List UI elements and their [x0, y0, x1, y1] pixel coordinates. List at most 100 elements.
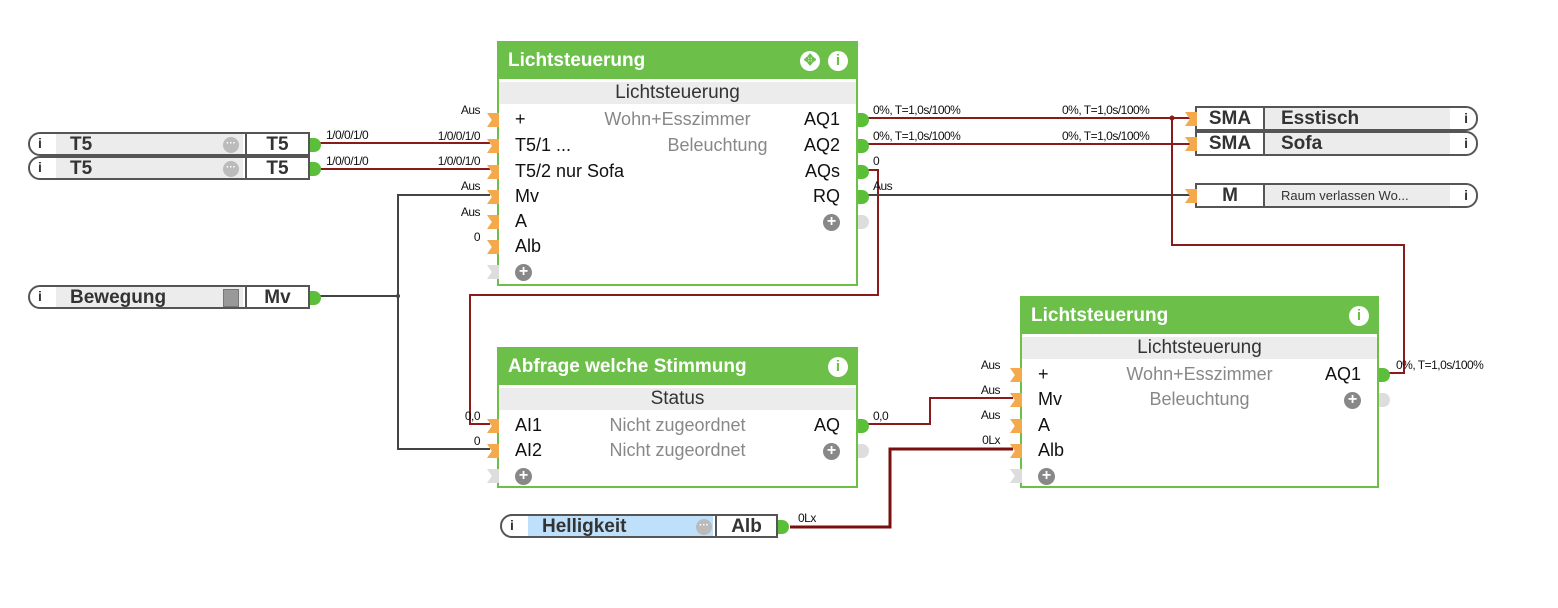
- output-io: SMA: [1197, 133, 1265, 154]
- input-ref-helligkeit[interactable]: i Helligkeit ··· Alb: [500, 514, 789, 538]
- output-pin[interactable]: [858, 190, 869, 204]
- info-icon[interactable]: i: [1349, 306, 1369, 326]
- output-name: Esstisch: [1265, 108, 1450, 129]
- input-pin[interactable]: [1010, 368, 1022, 382]
- input-name: Helligkeit: [528, 516, 713, 537]
- input-pin[interactable]: [487, 419, 499, 433]
- input-label: A: [515, 211, 528, 231]
- input-io: T5: [245, 134, 308, 155]
- input-label: T5/1 ...: [515, 135, 572, 155]
- block-description: Wohn+Esszimmer: [1126, 364, 1273, 384]
- info-icon[interactable]: i: [828, 357, 848, 377]
- info-icon[interactable]: i: [38, 288, 42, 304]
- wire-label: 0%, T=1,0s/100%: [1062, 103, 1150, 117]
- info-icon[interactable]: i: [1464, 187, 1468, 203]
- output-pin[interactable]: [858, 113, 869, 127]
- info-icon[interactable]: i: [510, 517, 514, 533]
- output-value: 0%, T=1,0s/100%: [1396, 358, 1484, 372]
- output-name: Raum verlassen Wo...: [1265, 185, 1450, 206]
- input-pin[interactable]: [1010, 419, 1022, 433]
- input-value: Aus: [980, 383, 1001, 397]
- add-output-icon[interactable]: +: [823, 442, 840, 460]
- input-pin[interactable]: [487, 113, 499, 127]
- input-pin[interactable]: [1010, 444, 1022, 458]
- add-input-icon[interactable]: +: [515, 263, 532, 281]
- block-title: Abfrage welche Stimmung: [508, 356, 747, 377]
- output-io: M: [1197, 185, 1265, 206]
- info-icon[interactable]: i: [38, 159, 42, 175]
- input-label: Alb: [1038, 440, 1065, 460]
- input-value: 1/0/0/1/0: [437, 129, 481, 143]
- input-value: 0: [473, 230, 481, 244]
- output-pin[interactable]: [310, 291, 321, 305]
- info-icon[interactable]: i: [828, 51, 848, 71]
- add-input-icon[interactable]: +: [1038, 467, 1055, 485]
- input-pin[interactable]: [1010, 393, 1022, 407]
- info-icon[interactable]: i: [1464, 135, 1468, 151]
- input-value: Aus: [460, 179, 481, 193]
- input-io: Mv: [245, 287, 308, 308]
- input-pin[interactable]: [487, 265, 499, 279]
- more-icon[interactable]: ···: [696, 519, 712, 535]
- output-pin[interactable]: [310, 138, 321, 152]
- input-pin[interactable]: [487, 469, 499, 483]
- output-pin[interactable]: [858, 165, 869, 179]
- wire-block3-aq1: [1171, 118, 1405, 374]
- output-ref-raum-verlassen[interactable]: M Raum verlassen Wo... i: [1185, 183, 1478, 208]
- output-ref-esstisch[interactable]: SMA Esstisch i: [1185, 106, 1478, 131]
- block-description: Beleuchtung: [1149, 389, 1250, 409]
- add-input-icon[interactable]: +: [515, 467, 532, 485]
- output-pin[interactable]: [858, 444, 869, 458]
- output-label: AQ1: [1324, 364, 1361, 384]
- block-lichtsteuerung-2[interactable]: Lichtsteuerung i Lichtsteuerung Wohn+Ess…: [1010, 296, 1390, 488]
- output-pin[interactable]: [1379, 368, 1390, 382]
- output-pin[interactable]: [858, 215, 869, 229]
- info-icon[interactable]: i: [38, 135, 42, 151]
- output-label: RQ: [813, 186, 840, 206]
- output-ref-sofa[interactable]: SMA Sofa i: [1185, 131, 1478, 156]
- input-ref-t5-2[interactable]: i T5 ··· T5: [28, 156, 321, 180]
- input-pin[interactable]: [487, 139, 499, 153]
- input-pin[interactable]: [487, 190, 499, 204]
- add-output-icon[interactable]: +: [1344, 391, 1361, 409]
- wire-label: 0Lx: [798, 511, 816, 525]
- input-value: Aus: [460, 205, 481, 219]
- output-pin[interactable]: [858, 139, 869, 153]
- input-ref-bewegung[interactable]: i Bewegung Mv: [28, 285, 321, 309]
- input-pin[interactable]: [1185, 112, 1197, 126]
- more-icon[interactable]: ···: [223, 161, 239, 177]
- output-pin[interactable]: [858, 419, 869, 433]
- add-output-icon[interactable]: +: [823, 213, 840, 231]
- input-label: +: [1038, 364, 1049, 384]
- output-pin[interactable]: [310, 162, 321, 176]
- block-lichtsteuerung-1[interactable]: Lichtsteuerung ✥ i Lichtsteuerung Wohn+E…: [487, 41, 869, 286]
- input-pin[interactable]: [487, 165, 499, 179]
- input-value: 0,0: [464, 409, 481, 423]
- output-value: 0%, T=1,0s/100%: [873, 129, 961, 143]
- move-icon[interactable]: ✥: [800, 51, 820, 71]
- output-pin[interactable]: [1379, 393, 1390, 407]
- block-description: Nicht zugeordnet: [609, 440, 746, 460]
- input-ref-t5-1[interactable]: i T5 ··· T5: [28, 132, 321, 156]
- input-label: Alb: [515, 236, 542, 256]
- block-title: Lichtsteuerung: [1031, 305, 1169, 326]
- block-abfrage-stimmung[interactable]: Abfrage welche Stimmung i Status Nicht z…: [487, 347, 869, 488]
- toggle-icon[interactable]: [223, 289, 239, 307]
- output-label: AQ: [813, 415, 840, 435]
- input-pin[interactable]: [487, 444, 499, 458]
- input-pin[interactable]: [487, 215, 499, 229]
- input-pin[interactable]: [1185, 189, 1197, 203]
- wire-label: 1/0/0/1/0: [326, 128, 369, 142]
- input-value: 1/0/0/1/0: [437, 154, 481, 168]
- input-pin[interactable]: [1185, 137, 1197, 151]
- info-icon[interactable]: i: [1464, 110, 1468, 126]
- input-pin[interactable]: [1010, 469, 1022, 483]
- output-pin[interactable]: [778, 520, 789, 534]
- wire-aqs: [469, 169, 879, 425]
- wire-status-aq: [862, 397, 1013, 425]
- output-label: AQ2: [803, 135, 840, 155]
- input-label: A: [1038, 415, 1051, 435]
- input-pin[interactable]: [487, 240, 499, 254]
- more-icon[interactable]: ···: [223, 137, 239, 153]
